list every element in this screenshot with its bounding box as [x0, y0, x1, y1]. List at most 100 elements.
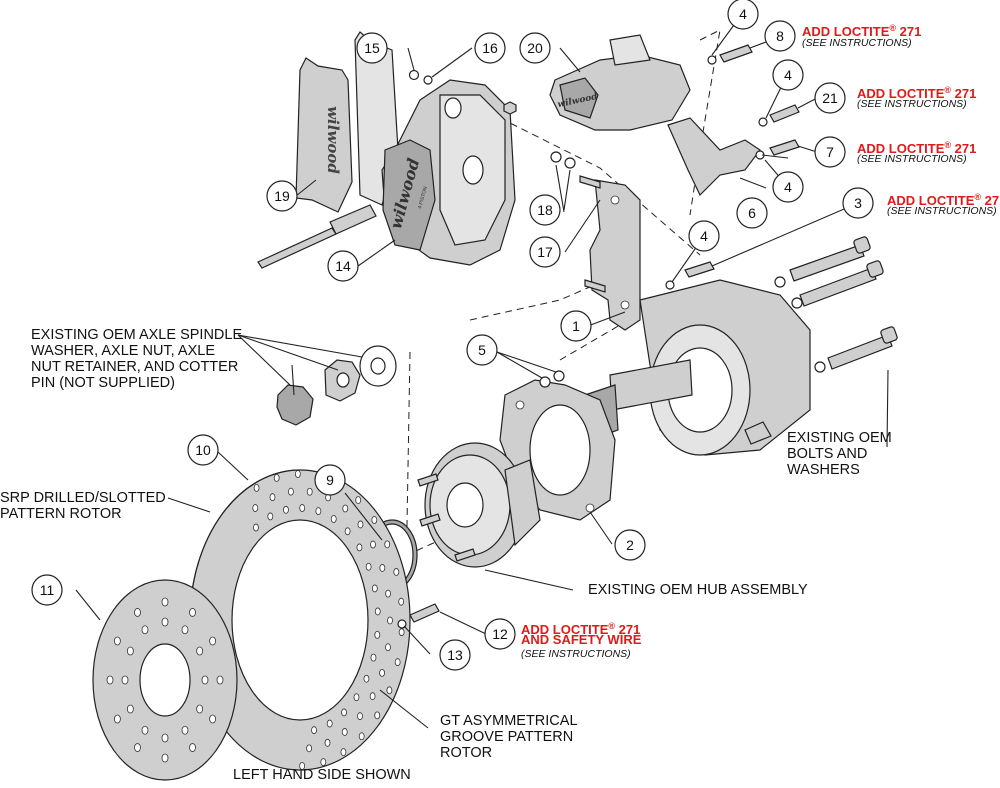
hat-bolt-holes	[106, 597, 224, 763]
callout-number: 17	[537, 244, 553, 260]
callout-number: 2	[626, 537, 634, 553]
callout-number: 3	[854, 195, 862, 211]
warning-loctite-7: ADD LOCTITE® 271	[857, 140, 977, 156]
callout-18: 18	[529, 194, 561, 226]
callout-14: 14	[327, 250, 359, 282]
drill-hole	[385, 643, 391, 652]
caliper: wilwood 4 PISTON	[381, 79, 516, 266]
callout-circle	[314, 464, 346, 496]
callout-4: 4	[727, 0, 759, 30]
hat-hole	[196, 646, 204, 656]
callout-number: 13	[447, 647, 463, 663]
callout-2: 2	[614, 529, 646, 561]
drill-hole	[370, 540, 376, 549]
drill-hole	[358, 732, 365, 741]
bolt-12	[409, 603, 440, 623]
callout-circle	[560, 310, 592, 342]
hat-hole	[161, 733, 169, 743]
pad-retaining-pin	[257, 204, 377, 269]
oem-bolts	[774, 236, 898, 373]
hat-hole	[141, 725, 149, 735]
drill-hole	[306, 744, 312, 753]
bolt-7	[769, 139, 800, 156]
callout-number: 21	[822, 90, 838, 106]
label-srp-rotor: SRP DRILLED/SLOTTED PATTERN ROTOR	[0, 490, 166, 522]
warning-note-12: (SEE INSTRUCTIONS)	[521, 648, 631, 660]
callout-number: 18	[537, 202, 553, 218]
callout-circle	[764, 20, 796, 52]
hat-hole	[196, 704, 204, 714]
drill-hole	[357, 520, 364, 529]
drill-hole	[398, 597, 405, 606]
callout-circle	[772, 171, 804, 203]
callout-circle	[466, 334, 498, 366]
drill-hole	[330, 515, 337, 523]
callout-circle	[31, 574, 63, 606]
drill-hole	[315, 507, 322, 516]
rotor-hat-11	[92, 579, 238, 781]
callout-number: 4	[700, 228, 708, 244]
drill-hole	[379, 668, 385, 677]
hat-hole	[181, 725, 189, 735]
hat-hole	[134, 743, 141, 752]
hat-hole	[113, 714, 121, 724]
drill-hole	[267, 512, 274, 521]
washer-18b	[564, 157, 576, 169]
hat-hole	[141, 625, 149, 635]
drill-hole	[374, 711, 381, 720]
drill-hole	[344, 527, 351, 536]
caliper-bracket-1	[579, 175, 641, 331]
oem-hub-assembly	[417, 442, 541, 568]
callout-circle	[519, 32, 551, 64]
callout-number: 4	[784, 67, 792, 83]
warning-note-3: (SEE INSTRUCTIONS)	[887, 205, 997, 217]
warning-note-21: (SEE INSTRUCTIONS)	[857, 98, 967, 110]
callout-number: 14	[335, 258, 351, 274]
callout-10: 10	[187, 434, 219, 466]
callout-circle	[842, 187, 874, 219]
callout-number: 6	[748, 205, 756, 221]
drill-hole	[353, 693, 360, 702]
drill-hole	[363, 674, 370, 683]
drill-hole	[398, 628, 405, 637]
label-oem-bolts: EXISTING OEM BOLTS AND WASHERS	[787, 430, 892, 478]
callout-number: 5	[478, 342, 486, 358]
bolt-21	[769, 104, 800, 123]
hat-hole	[209, 636, 217, 646]
label-gt-rotor: GT ASYMMETRICAL GROOVE PATTERN ROTOR	[440, 713, 578, 761]
callout-17: 17	[529, 236, 561, 268]
callout-1: 1	[560, 310, 592, 342]
drill-hole	[306, 487, 313, 496]
warning-safety-wire-12: AND SAFETY WIRE	[521, 632, 642, 647]
callout-circle	[484, 618, 516, 650]
drill-hole	[355, 496, 362, 504]
drill-hole	[384, 540, 391, 549]
washer-15	[408, 69, 420, 81]
hat-hole	[126, 704, 134, 714]
callout-number: 19	[274, 188, 290, 204]
drill-hole	[252, 504, 259, 512]
pad-logo: wilwood	[324, 106, 342, 174]
drill-hole	[341, 728, 348, 736]
callout-number: 15	[364, 40, 380, 56]
callout-number: 1	[572, 318, 580, 334]
drill-hole	[294, 470, 301, 478]
callout-number: 8	[776, 28, 784, 44]
callout-3: 3	[842, 187, 874, 219]
callout-circle	[814, 136, 846, 168]
hat-hole	[106, 675, 114, 685]
leader-lines	[75, 13, 889, 729]
hat-hole	[161, 617, 169, 627]
callout-circle	[439, 639, 471, 671]
callout-number: 4	[784, 179, 792, 195]
callout-19: 19	[266, 180, 298, 212]
callout-circle	[474, 32, 506, 64]
callout-circle	[266, 180, 298, 212]
callout-13: 13	[439, 639, 471, 671]
hat-hole	[189, 608, 196, 617]
washer-4b	[758, 117, 768, 127]
warning-note-7: (SEE INSTRUCTIONS)	[857, 153, 967, 165]
label-axle-spindle-hardware: EXISTING OEM AXLE SPINDLE WASHER, AXLE N…	[31, 327, 243, 391]
